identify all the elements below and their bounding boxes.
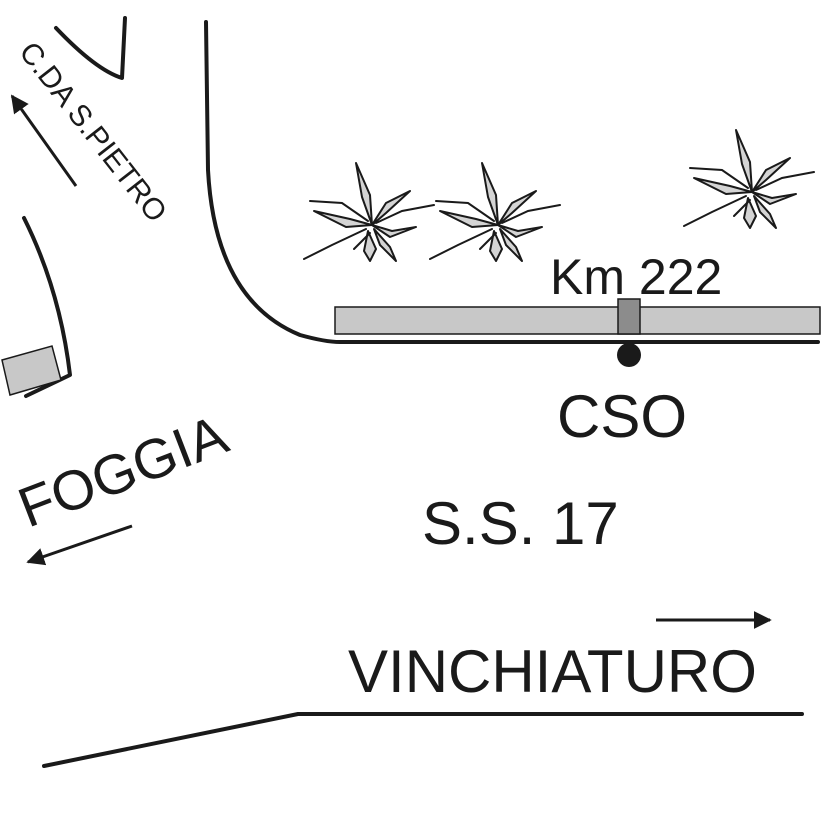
plant-icon — [303, 162, 435, 262]
road-shoulder-bar — [334, 306, 821, 335]
label-vinchiaturo: VINCHIATURO — [348, 638, 757, 705]
road-left-curve — [22, 216, 72, 398]
road-upper-left-curve — [54, 16, 127, 80]
building-icon — [1, 345, 62, 396]
arrow-up-left-icon — [10, 94, 78, 187]
arrow-left-icon — [26, 524, 133, 566]
plant-icon — [683, 129, 815, 229]
label-road: S.S. 17 — [422, 490, 619, 557]
label-foggia: FOGGIA — [10, 402, 237, 539]
plant-icon — [429, 162, 561, 262]
road-main-curve — [204, 20, 820, 344]
km-marker — [617, 298, 641, 335]
location-dot-icon — [617, 343, 641, 367]
label-km: Km 222 — [550, 249, 722, 305]
road-bottom — [42, 712, 804, 768]
label-cso: CSO — [557, 383, 687, 450]
